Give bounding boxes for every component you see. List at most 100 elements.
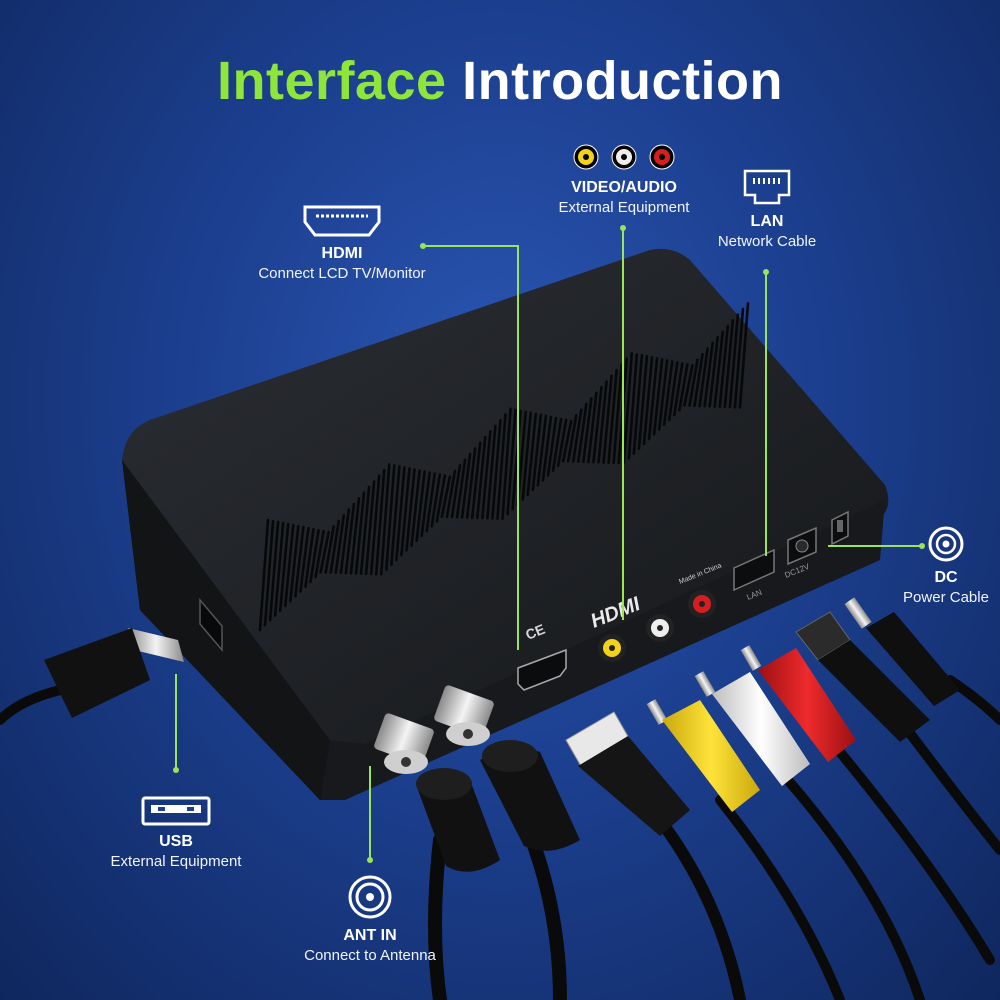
hdmi-label: HDMI [321,245,363,262]
vent-slot [420,471,431,538]
vent-slot [521,411,533,501]
vent-slot [622,351,634,465]
vent-slot [713,330,725,408]
vent-slot [496,413,507,520]
ethernet-port-icon [743,169,791,205]
vent-slot [506,408,517,516]
vent-slot [637,355,649,451]
vent-slot [602,374,613,464]
vent-slot [339,508,351,575]
callout-hdmi: HDMI Connect LCD TV/Monitor [240,204,444,284]
vent-slot [612,363,623,465]
vent-slot [531,413,543,492]
vent-slot [667,361,679,422]
rca-jack-red [688,590,716,618]
hdmi-port-icon [303,205,381,237]
dc-jack-icon [928,526,964,562]
title-part-1: Interface [216,51,447,111]
vent-slot [379,463,391,576]
power-switch [831,510,849,546]
vent-slot [349,497,361,575]
vent-slot [738,302,750,409]
vent-slot [445,469,457,519]
vent-slot [597,380,608,464]
vent-slot [465,447,477,519]
vent-slot [354,491,366,575]
vent-slot [410,469,421,547]
usb-desc: External Equipment [110,853,242,870]
vent-slot [334,513,346,575]
vent-slot [728,313,740,409]
vent-slot [703,341,714,408]
vent-slot [566,414,578,463]
vent-slot [708,335,719,408]
vent-slot [526,412,538,497]
vent-slot [577,402,588,463]
callout-ant-in: ANT IN Connect to Antenna [290,874,450,966]
vent-slot [369,474,381,576]
vent-slot [541,415,553,482]
vent-slot [450,464,462,519]
vent-slot [501,407,512,521]
rca-plug-red [740,645,856,762]
vent-slot [491,418,502,520]
vent-slot [536,414,548,487]
vent-slot [673,362,684,417]
vent-slot [289,524,300,603]
vent-slot [683,364,694,407]
antenna-plug-2 [480,740,580,851]
vent-slot [304,527,315,588]
antenna-plug-1 [416,768,500,872]
rca-plug-yellow [646,699,760,812]
vent-slot [627,352,639,460]
vent-slot [405,468,416,552]
usb-port [199,597,223,653]
hdmi-plug [565,711,690,836]
dc-plug [844,597,960,706]
vent-slot [693,352,704,408]
vent-slot [733,307,745,409]
callout-dc: DC Power Cable [890,526,1000,608]
vent-slot [283,523,295,608]
video-audio-desc: External Equipment [558,199,690,216]
vent-slot [475,435,487,520]
vent-slot [329,519,341,574]
hdmi-port [517,648,567,691]
vent-slot [571,408,583,463]
vent-slot [390,465,401,567]
vent-slot [652,358,664,436]
vent-slot [359,485,371,575]
vent-slot [294,525,305,598]
vent-slot [647,357,659,441]
vent-slot [481,430,492,520]
video-audio-label: VIDEO/AUDIO [571,179,677,196]
rca-plug-white [694,671,810,786]
vent-slot [698,347,709,408]
vent-slot [440,475,452,518]
antenna-connector-1 [374,713,434,774]
leader-dots [173,225,925,863]
vent-slot [546,416,558,477]
vent-slot [314,529,325,579]
vent-slot [309,528,320,584]
vent-slot [688,358,699,407]
usb-port-icon [141,796,211,826]
vent-slot [344,502,356,575]
vent-slot [425,472,437,533]
vent-slot [632,353,644,455]
vent-slot [430,473,442,528]
dc-label: DC [934,569,958,586]
rca-jack-white [646,614,674,642]
vent-slot [324,525,335,574]
vent-slot [587,391,598,464]
vent-slot [364,480,376,576]
vent-slot [258,518,270,632]
cables [0,675,1000,1000]
vent-slot [273,521,285,617]
vent-slot [299,526,310,593]
vent-slot [268,520,280,622]
title-part-2: Introduction [462,51,784,111]
vent-slot [435,474,447,523]
ant-in-label: ANT IN [343,927,397,944]
vent-slot [470,441,482,520]
